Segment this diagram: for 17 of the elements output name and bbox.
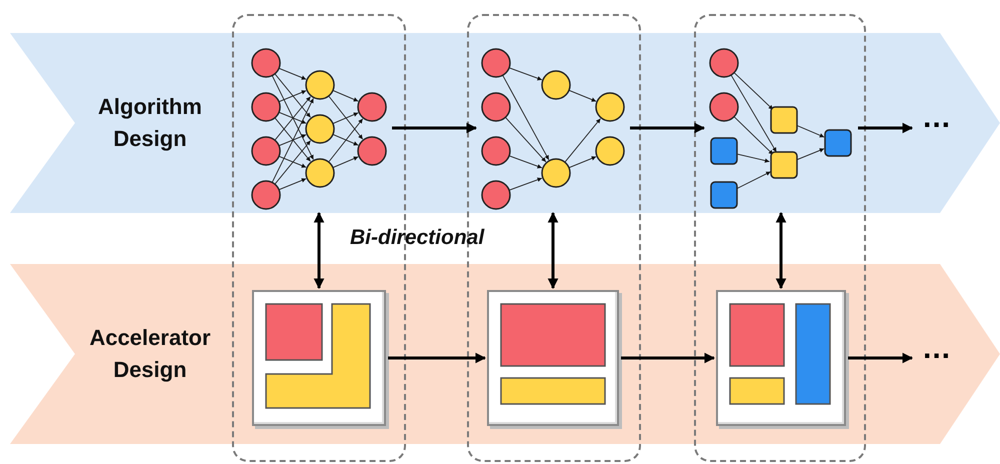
ellipsis-text: ... xyxy=(914,334,960,364)
arrow xyxy=(858,122,914,134)
arrow xyxy=(776,212,786,290)
arrow xyxy=(314,212,324,290)
arrow xyxy=(392,122,478,134)
annotation-text: Bi-directional xyxy=(350,226,484,250)
arrow xyxy=(621,352,716,364)
arrow xyxy=(848,352,914,364)
arrow xyxy=(630,122,706,134)
band-title: Accelerator Design xyxy=(88,324,212,384)
band-title: Algorithm Design xyxy=(97,93,203,153)
arrow xyxy=(548,212,558,290)
chip-layout-drawing xyxy=(487,290,619,426)
arrow xyxy=(388,352,486,364)
chip-layout-drawing xyxy=(252,290,386,426)
chip-layout-drawing xyxy=(716,290,846,426)
ellipsis-text: ... xyxy=(914,103,960,133)
